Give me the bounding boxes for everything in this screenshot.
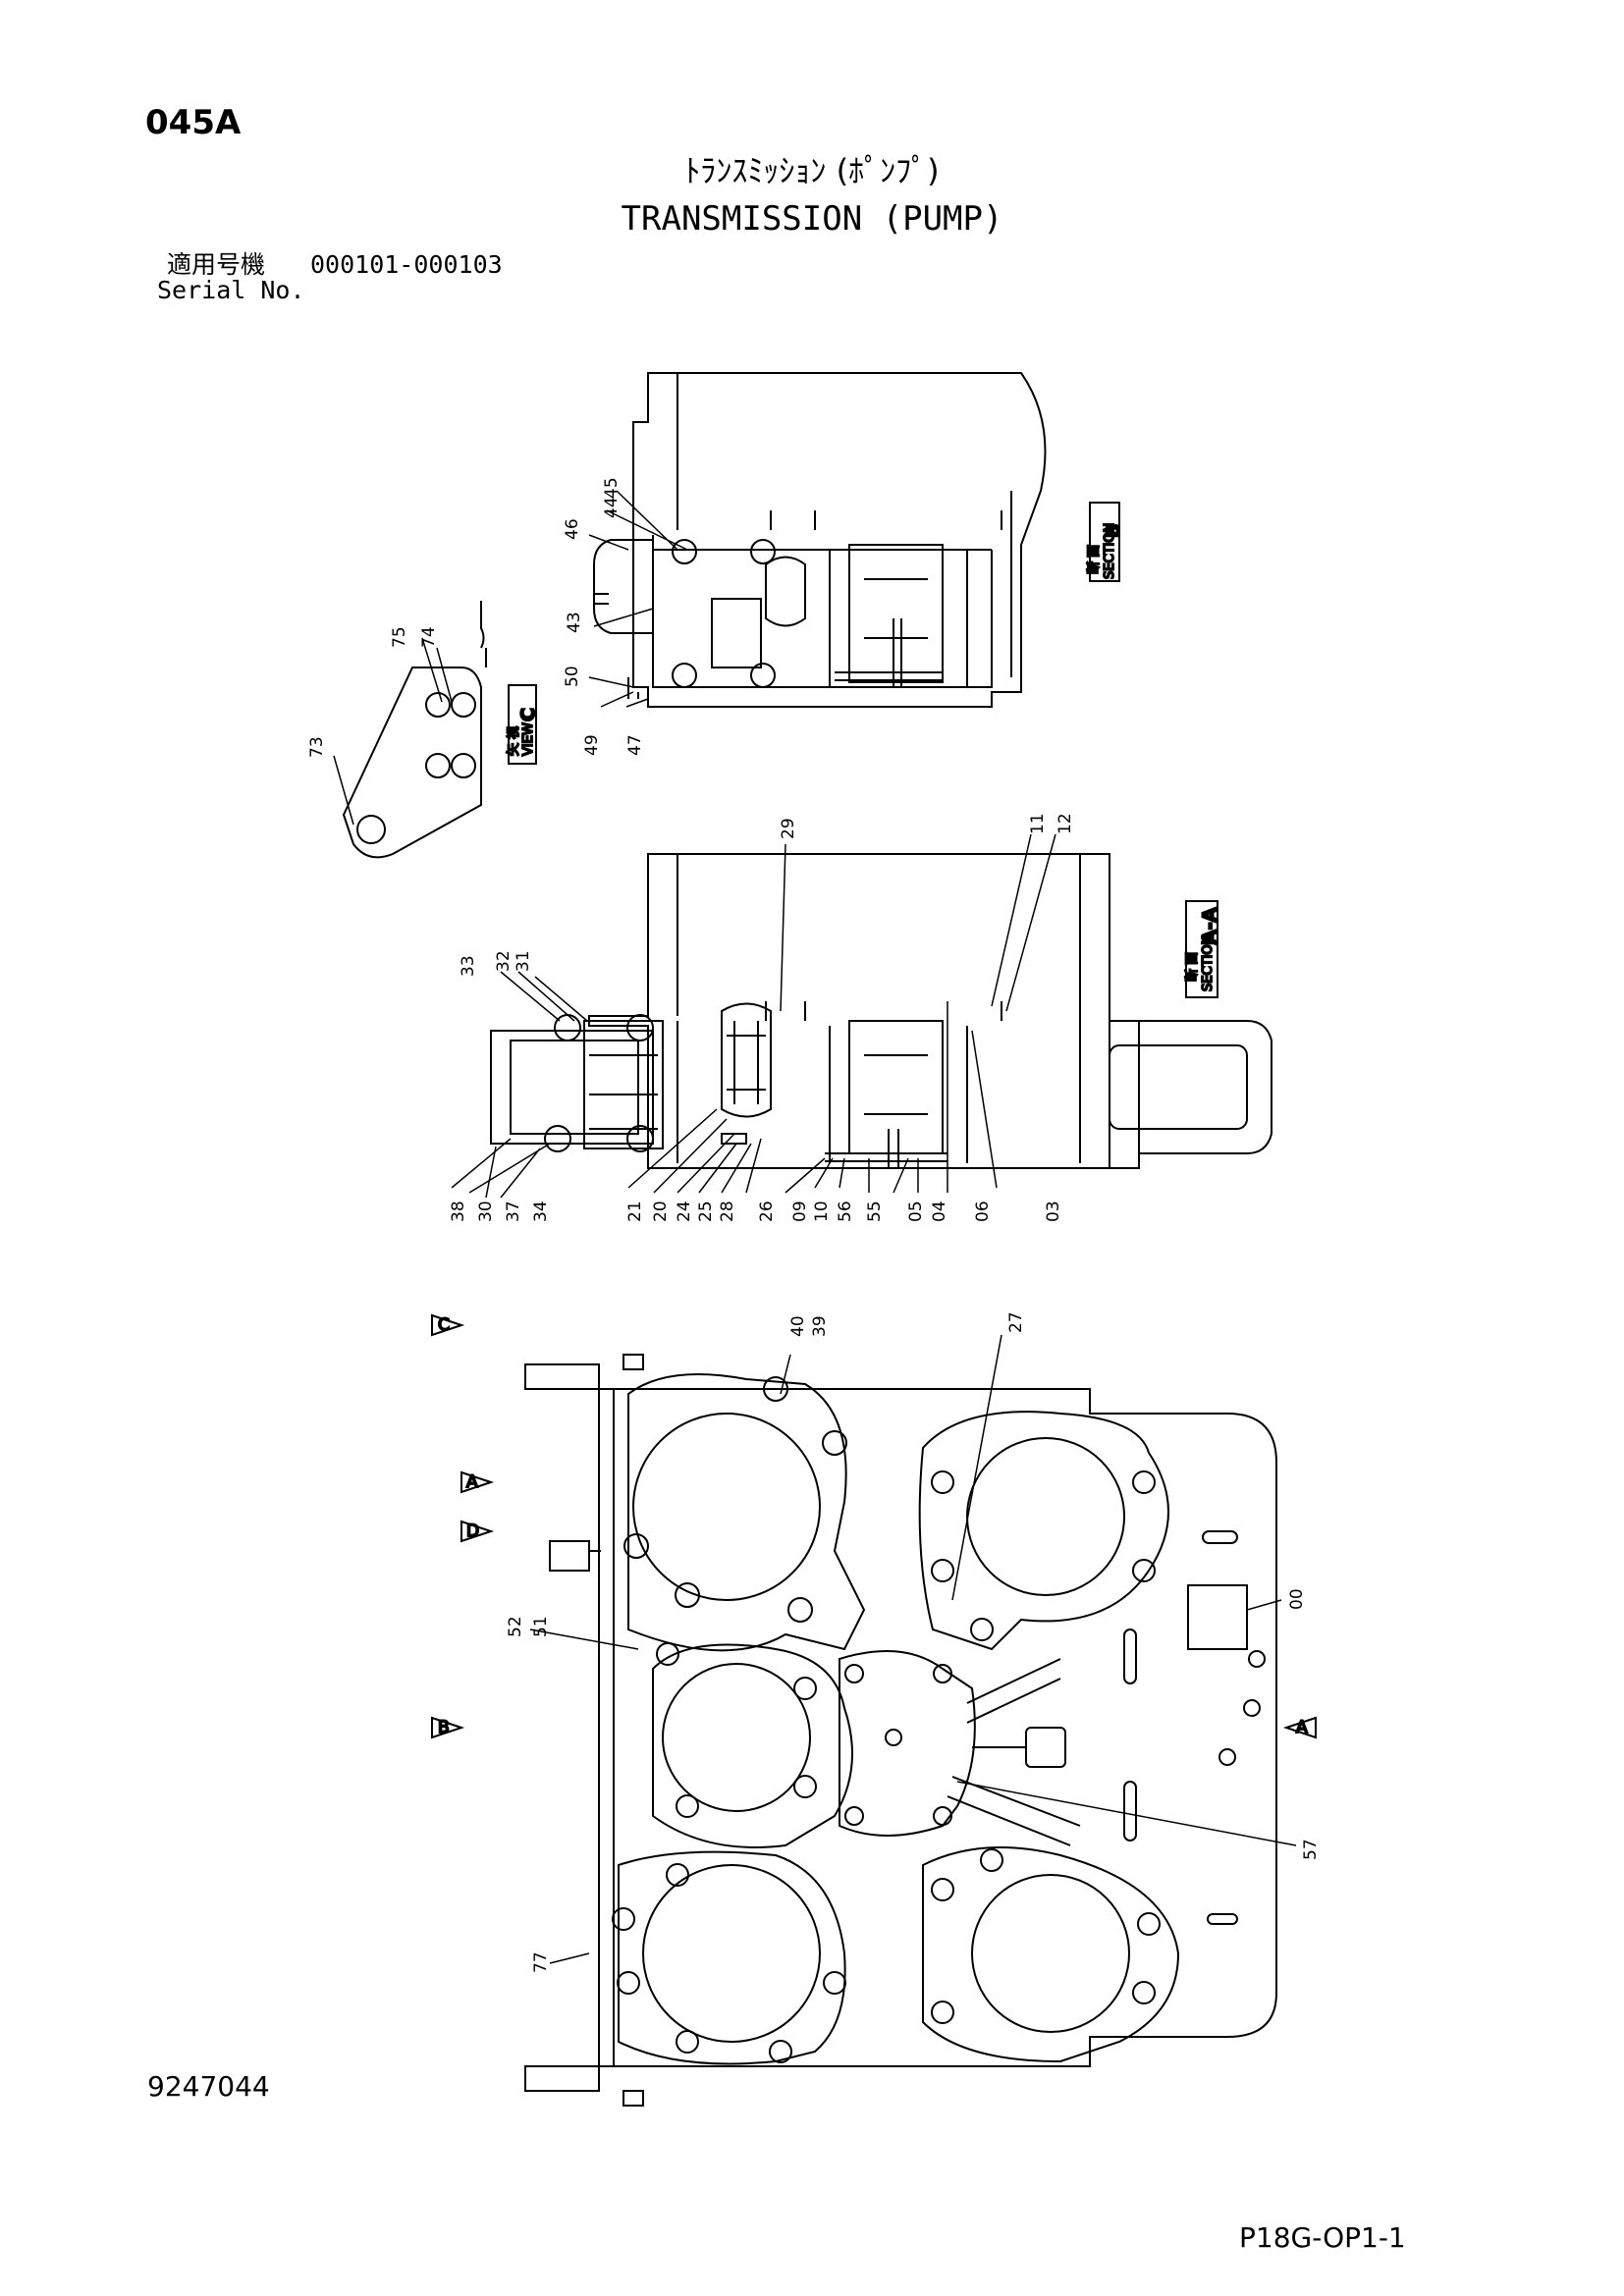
svg-text:D: D: [466, 1522, 479, 1541]
part-number: 12: [1056, 813, 1075, 834]
part-number: 74: [419, 626, 439, 648]
part-number: 45: [602, 477, 622, 499]
part-number: 11: [1028, 813, 1048, 834]
svg-text:断 面: 断 面: [1185, 952, 1200, 982]
part-number: 56: [836, 1201, 855, 1222]
page-id: P18G-OP1-1: [1239, 2221, 1406, 2254]
part-number: 55: [865, 1201, 885, 1222]
serial-label-japanese: 適用号機: [167, 250, 266, 279]
part-number: 43: [565, 612, 584, 633]
view-c-label: 矢 視 VIEW C: [506, 684, 540, 765]
svg-text:断 面: 断 面: [1087, 545, 1102, 574]
part-number: 39: [810, 1315, 830, 1337]
part-number: 10: [812, 1201, 832, 1222]
part-number: 51: [531, 1616, 551, 1637]
part-number: 47: [625, 734, 645, 756]
part-number: 03: [1044, 1201, 1063, 1222]
part-number: 77: [531, 1951, 551, 1973]
part-number: 37: [504, 1201, 523, 1222]
serial-range: 000101-000103: [310, 250, 503, 279]
part-numbers: 45 44 46 43 50 49 47 75 74 73 29 11 12 3…: [307, 477, 1321, 1973]
section-aa-drawing: [490, 853, 1272, 1169]
svg-text:A-A: A-A: [1199, 907, 1220, 944]
part-number: 33: [459, 955, 478, 977]
svg-text:A: A: [1296, 1718, 1308, 1737]
part-number: 44: [602, 497, 622, 518]
plan-view-drawing: [524, 1354, 1277, 2107]
view-direction-arrows: C A D B A: [431, 1313, 1317, 1739]
section-b-drawing: [593, 372, 1047, 708]
part-number: 00: [1287, 1588, 1307, 1610]
part-number: 30: [476, 1201, 496, 1222]
part-number: 49: [582, 734, 602, 756]
svg-text:SECTION: SECTION: [1103, 523, 1117, 579]
part-number: 34: [531, 1201, 551, 1222]
part-number: 27: [1006, 1311, 1026, 1333]
part-number: 46: [563, 518, 582, 540]
svg-text:C: C: [517, 708, 539, 721]
part-number: 25: [696, 1201, 716, 1222]
part-number: 40: [788, 1315, 808, 1337]
part-number: 06: [973, 1201, 993, 1222]
page-title: TRANSMISSION (PUMP): [621, 199, 1003, 239]
part-number: 28: [718, 1201, 737, 1222]
svg-text:矢 視: 矢 視: [507, 726, 521, 756]
part-number: 20: [651, 1201, 671, 1222]
part-number: 73: [307, 736, 327, 758]
part-number: 38: [449, 1201, 468, 1222]
part-number: 57: [1301, 1839, 1321, 1860]
leader-lines: [333, 490, 1297, 1964]
part-number: 75: [390, 626, 409, 648]
part-number: 32: [494, 950, 514, 972]
part-number: 29: [779, 818, 798, 839]
section-aa-label: 断 面 SECTION A-A: [1184, 900, 1221, 998]
part-number: 04: [930, 1201, 949, 1222]
svg-text:B: B: [438, 1718, 450, 1737]
part-number: 09: [790, 1201, 810, 1222]
svg-text:B: B: [1103, 524, 1124, 538]
section-b-label: 断 面 SECTION B: [1086, 502, 1125, 582]
serial-label: Serial No.: [157, 276, 305, 304]
svg-text:SECTION: SECTION: [1201, 935, 1216, 991]
svg-text:A: A: [466, 1472, 478, 1492]
view-c-drawing: [342, 601, 487, 859]
document-number: 9247044: [147, 2070, 270, 2103]
part-number: 31: [514, 950, 533, 972]
page-code: 045A: [145, 103, 242, 142]
part-number: 26: [757, 1201, 777, 1222]
part-number: 50: [563, 666, 582, 687]
part-number: 05: [906, 1201, 926, 1222]
svg-text:C: C: [438, 1315, 450, 1335]
svg-text:VIEW: VIEW: [521, 722, 536, 756]
part-number: 21: [625, 1201, 645, 1222]
title-japanese: ﾄﾗﾝｽﾐｯｼｮﾝ (ﾎﾟﾝﾌﾟ): [684, 152, 940, 189]
part-number: 24: [675, 1201, 694, 1222]
part-number: 52: [506, 1616, 525, 1637]
